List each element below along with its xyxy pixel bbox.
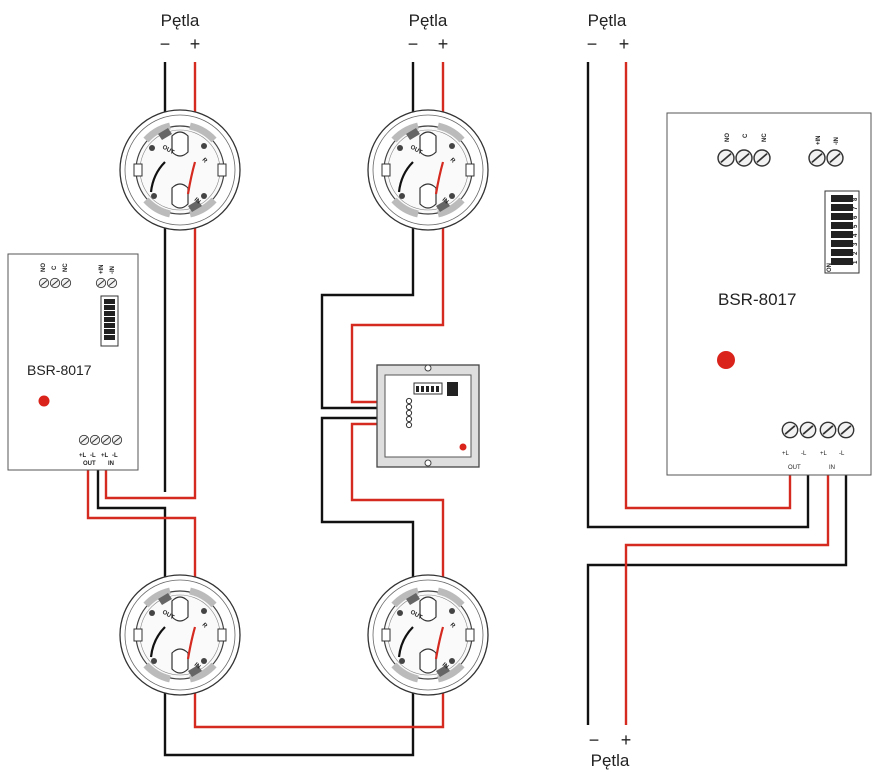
module-bsr-8017-left: NO C NC +IN -IN BSR-8017 (7, 253, 139, 471)
plus-sign: + (438, 34, 449, 54)
module-led (717, 351, 735, 369)
loop-label-group-3: Pętla − + (587, 11, 630, 54)
input-terminal-block: +IN -IN (95, 264, 118, 289)
dip-number: 6 (853, 215, 859, 219)
terminal-label-nc: NC (762, 133, 768, 142)
base-label-in: IN (193, 662, 201, 670)
base-label-in: IN (441, 197, 449, 205)
base-label-out: OUT (409, 145, 423, 157)
isolator-connector (447, 382, 458, 396)
dip-number: 1 (853, 260, 859, 264)
dip-on-label: ON (827, 263, 833, 272)
minus-sign: − (587, 34, 598, 54)
out-label: OUT (788, 465, 801, 471)
plus-sign: + (619, 34, 630, 54)
terminal-label-plus-l: +L (820, 451, 828, 457)
dip-switch: ON 8 7 6 5 4 3 2 1 (824, 190, 860, 274)
terminal-label-nc: NC (63, 263, 69, 272)
isolator-led (459, 443, 467, 451)
loop-label: Pętla (409, 11, 448, 30)
terminal-label-plus-in: +IN (99, 264, 105, 274)
dip-switch (100, 295, 119, 347)
loop-label: Pętla (588, 11, 627, 30)
wire-module-out-positive (86, 448, 197, 595)
module-led (38, 395, 50, 407)
wire-base1-to-module-positive (104, 228, 197, 500)
detector-base-3: OUT IN R (120, 575, 240, 695)
module-name: BSR-8017 (718, 290, 796, 309)
terminal-label-no: NO (41, 263, 47, 272)
wire-base2-to-isolator-positive (350, 228, 445, 404)
isolator-terminals (405, 397, 413, 429)
wire-module-in-negative (586, 470, 848, 725)
detector-base-4: OUT IN R (368, 575, 488, 695)
minus-sign: − (160, 34, 171, 54)
detector-base-1: OUT IN R (120, 110, 240, 230)
wire-base3-to-base4-positive (193, 675, 445, 729)
terminal-label-plus-l: +L (101, 453, 109, 459)
loop-label-group-bottom: − + Pętla (589, 730, 632, 770)
in-label: IN (829, 465, 835, 471)
base-label-r: R (449, 622, 457, 630)
dip-number: 7 (853, 206, 859, 210)
module-bsr-8017-right: NO C NC +IN -IN ON 8 7 6 5 (666, 112, 872, 476)
base-label-out: OUT (409, 610, 423, 622)
loop-label-group-1: Pętla − + (160, 11, 201, 54)
terminal-label-c: C (743, 133, 749, 138)
terminal-label-minus-l: -L (90, 453, 96, 459)
base-label-out: OUT (161, 145, 175, 157)
terminal-label-minus-l: -L (839, 451, 845, 457)
wire-loop3-positive (624, 62, 792, 510)
base-label-r: R (201, 622, 209, 630)
module-name: BSR-8017 (27, 362, 92, 378)
dip-number: 8 (853, 197, 859, 201)
base-label-in: IN (441, 662, 449, 670)
terminal-label-minus-in: -IN (834, 137, 840, 145)
minus-sign: − (589, 730, 600, 750)
base-label-r: R (449, 157, 457, 165)
isolator-module (376, 364, 480, 468)
terminal-label-minus-l: -L (112, 453, 118, 459)
loop-label: Pętla (591, 751, 630, 770)
terminal-label-plus-in: +IN (816, 135, 822, 145)
terminal-label-plus-l: +L (782, 451, 790, 457)
plus-sign: + (190, 34, 201, 54)
wire-base3-to-base4-negative (163, 675, 415, 757)
base-label-out: OUT (161, 610, 175, 622)
in-label: IN (108, 461, 114, 467)
isolator-dip-switch (413, 382, 443, 395)
wire-module-out-negative (96, 448, 167, 595)
relay-terminal-block: NO C NC (38, 263, 72, 289)
dip-number: 2 (853, 251, 859, 255)
wire-loop3-negative (586, 62, 810, 529)
dip-number: 5 (853, 224, 859, 228)
terminal-label-minus-in: -IN (110, 266, 116, 274)
input-terminal-block: +IN -IN (808, 135, 844, 167)
minus-sign: − (408, 34, 419, 54)
wire-base2-to-isolator-negative (320, 228, 415, 410)
base-label-r: R (201, 157, 209, 165)
relay-terminal-block: NO C NC (717, 133, 771, 167)
detector-base-2: OUT IN R (368, 110, 488, 230)
loop-terminal-block: +L -L +L -L OUT IN (781, 421, 855, 471)
out-label: OUT (83, 461, 96, 467)
loop-label: Pętla (161, 11, 200, 30)
terminal-label-minus-l: -L (801, 451, 807, 457)
wire-isolator-to-base4-positive (350, 422, 445, 595)
wire-isolator-to-base4-negative (320, 416, 415, 595)
loop-terminal-block: +L -L +L -L OUT IN (78, 434, 123, 467)
plus-sign: + (621, 730, 632, 750)
wire-module-in-positive (624, 470, 830, 725)
base-label-in: IN (193, 197, 201, 205)
terminal-label-c: C (52, 265, 58, 270)
dip-number: 4 (853, 233, 859, 237)
terminal-label-no: NO (725, 133, 731, 142)
wires-negative (96, 62, 848, 757)
terminal-label-plus-l: +L (79, 453, 87, 459)
loop-label-group-2: Pętla − + (408, 11, 449, 54)
dip-number: 3 (853, 242, 859, 246)
